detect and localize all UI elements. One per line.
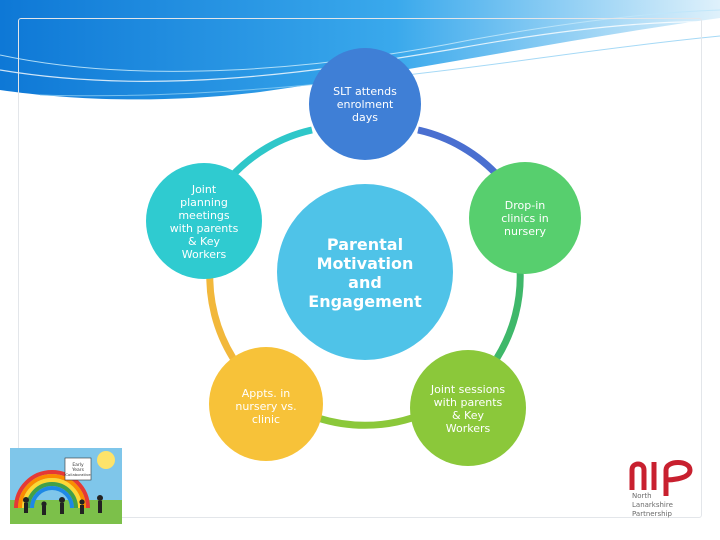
arc-appts-to-joint-planning	[206, 267, 236, 360]
nlp-logo-caption: North Lanarkshire Partnership	[632, 492, 673, 518]
node-slt-circle	[309, 48, 421, 160]
arc-dropin-to-joint-sessions	[494, 267, 524, 360]
svg-text:Collaborative: Collaborative	[65, 472, 91, 477]
node-slt-label: SLT attends enrolment days	[333, 84, 397, 124]
node-appts-circle	[209, 347, 323, 461]
node-dropin-circle	[469, 162, 581, 274]
node-joint-sessions-label: Joint sessions with parents & Key Worker…	[430, 383, 506, 435]
svg-text:Early: Early	[72, 462, 84, 468]
nlp-logo	[629, 460, 693, 496]
svg-text:Years: Years	[71, 467, 85, 473]
early-years-logo: Early Years Collaborative	[10, 448, 122, 524]
arc-slt-to-dropin	[417, 126, 503, 181]
node-joint-sessions-circle	[410, 350, 526, 466]
center-label: Parental Motivation and Engagement	[308, 235, 422, 311]
arc-joint-sessions-to-appts	[316, 414, 414, 429]
slide-frame	[18, 18, 702, 518]
node-joint-planning-label: Joint planning meetings with parents & K…	[169, 183, 239, 261]
arc-joint-planning-to-slt	[227, 126, 313, 181]
node-appts-label: Appts. in nursery vs. clinic	[235, 386, 297, 426]
node-dropin-label: Drop-in clinics in nursery	[501, 198, 549, 238]
center-circle	[277, 184, 453, 360]
node-joint-planning-circle	[146, 163, 262, 279]
